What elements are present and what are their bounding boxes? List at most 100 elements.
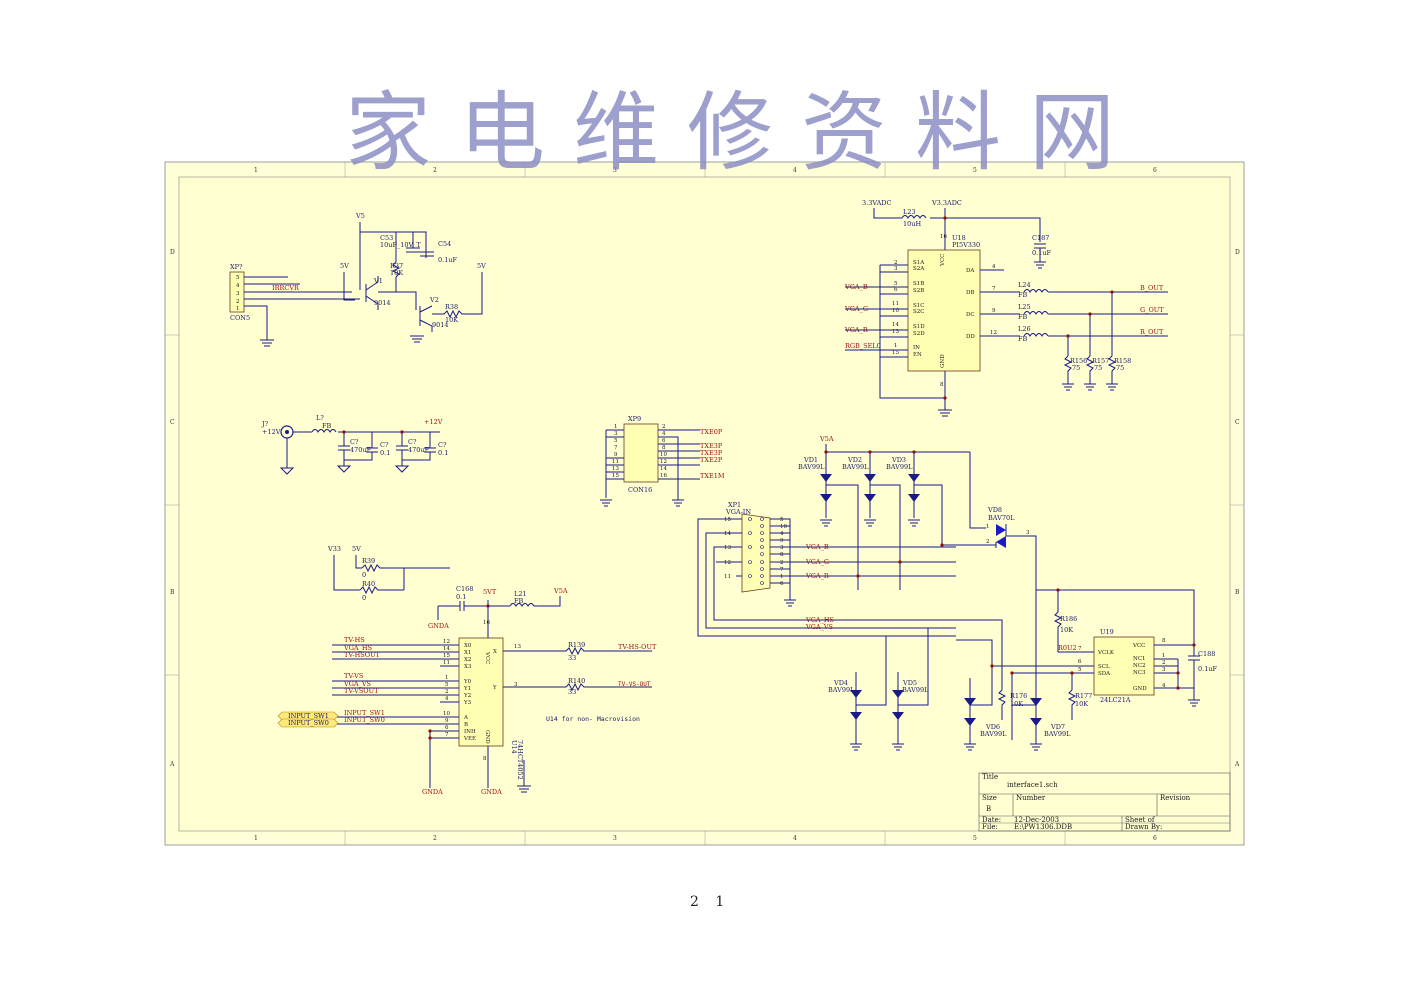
vd5-ref: VD5 [902,679,917,687]
vd2-part: BAV99L [842,463,869,471]
u18-da: DA [966,268,975,274]
zone-col-1-bottom: 1 [254,835,258,842]
c187-value: 0.1uF [1032,249,1052,257]
xp9-pin-12: 12 [660,459,667,465]
jack-ground-symbol [279,467,295,475]
zone-row-c-left: C [170,419,175,426]
r140-value: 33 [568,688,576,696]
power-jack-center [285,430,289,434]
vga-pin-circles [748,517,764,585]
u18-pin-9: 9 [992,308,996,314]
u18-rgb-sel0-net: RGB_SEL0 [845,342,881,350]
u18-in: IN [913,345,920,351]
v5a-label: V5A [819,435,834,443]
xp9-name: CON16 [628,486,652,494]
revision-label: Revision [1160,794,1191,802]
svg-text:Y1: Y1 [463,686,471,692]
gnda-label-b: GNDA [481,788,502,796]
vd7-part: BAV99L [1044,730,1071,738]
zone-row-c-right: C [1235,419,1240,426]
r158-ref: R158 [1114,357,1131,365]
svg-text:4: 4 [780,531,784,537]
r37-ref: R37 [390,262,403,270]
svg-text:1: 1 [445,675,449,681]
r156-ref: R156 [1070,357,1087,365]
v2-ground-symbol [410,335,424,343]
ir-receiver-block: XP? CON5 5 4 3 2 1 IRRCVR V5 C53 10uF_10… [229,212,486,347]
r177-ref: R177 [1075,692,1092,700]
u18-pin-7: 7 [992,286,996,292]
c54-capacitor-plates [420,251,434,257]
u14-ref: U14 [510,740,518,754]
u18-right-wires [980,269,1020,337]
svg-text:A: A [463,715,469,721]
r38-ref: R38 [445,303,458,311]
jack-ref: J? [261,420,269,428]
svg-text:X3: X3 [464,664,472,670]
gnda-label-top: GNDA [428,622,449,630]
power-12v-block: J? +12V L? FB C? 470uF C? 0.1 C? 470uF C… [261,414,448,475]
date-value: 12-Dec-2003 [1014,816,1059,824]
sheet-label: Sheet of [1125,816,1156,824]
vd1-part: BAV99L [798,463,825,471]
xp7-wires [244,276,360,340]
txe3p-net-a: TXE3P [700,442,723,450]
output-ferrite-beads [1023,289,1049,337]
eeprom-vcc-rail [1036,589,1195,645]
5v-label-b: 5V [477,262,486,270]
zone-col-2-bottom: 2 [433,835,437,842]
xp7-pin-2: 2 [236,299,240,305]
svg-text:6: 6 [445,725,449,731]
r0u2-net: R0U2 [1058,644,1077,652]
clamp-diode-grounds [820,519,920,527]
svg-text:15: 15 [443,653,450,659]
zone-row-b-right: B [1235,589,1240,596]
l23-inductor [901,215,927,219]
l21-value: FB [514,597,524,605]
u19-ground [1188,699,1200,707]
xp9-pin-13: 13 [612,466,619,472]
svg-text:X0: X0 [464,643,472,649]
con16-block: XP9 CON16 1 3 5 7 9 11 13 15 2 4 6 8 10 … [600,415,725,507]
l26-ref: L26 [1018,325,1031,333]
vga-input-block: V5A VD1 BAV99L VD2 BAV99L VD3 BAV99L VD8… [697,435,1037,740]
c188-ref: C188 [1198,650,1215,658]
u19-pin-1: 1 [1162,653,1166,659]
vga-left-pins: 15 14 13 12 11 [724,517,731,580]
c4-ref: C? [438,441,447,449]
clamp-diode-wires [825,452,943,590]
filter-caps [338,432,436,466]
xp9-pin-15: 15 [612,473,619,479]
svg-text:14: 14 [724,531,731,537]
r157-ref: R157 [1092,357,1109,365]
xp9-pin-6: 6 [662,438,666,444]
u18-s2d: S2D [913,331,925,337]
txe0p-net: TXE0P [700,428,723,436]
u18-pin-15: 15 [892,350,899,356]
svg-text:14: 14 [443,646,450,652]
u18-pin-2: 2 [894,260,898,266]
vga-connector-shell [741,513,771,593]
b-out-net: B_OUT [1140,284,1164,292]
power-wires [286,431,440,468]
tv-hs-out-net: TV-HS-OUT [618,643,657,651]
vga-right-pins: 5 10 4 9 3 8 2 7 1 6 [780,517,787,587]
c3-ref: C? [408,438,417,446]
xp9-pin-8: 8 [662,445,666,451]
xp7-ref: XP? [230,263,243,271]
svg-text:INPUT_SW0: INPUT_SW0 [344,716,385,724]
xp7-ground-symbol [260,339,274,347]
xp1-name: VGA-IN [725,508,751,516]
l23-value: 10uH [903,220,921,228]
zone-labels: 1 2 3 4 5 6 1 2 3 4 5 6 D C B A D C B A [169,167,1240,842]
svg-text:5: 5 [780,517,784,523]
termination-resistors [1063,355,1117,384]
vd4-part: BAV99L [828,686,855,694]
xp9-pin-2: 2 [662,424,666,430]
vd4-ref: VD4 [833,679,848,687]
title-value: interface1.sch [1007,781,1058,789]
u14-vcc-label: VCC [484,651,490,664]
c54-value: 0.1uF [438,256,458,264]
u18-dd: DD [966,334,975,340]
c4-value: 0.1 [438,449,448,457]
